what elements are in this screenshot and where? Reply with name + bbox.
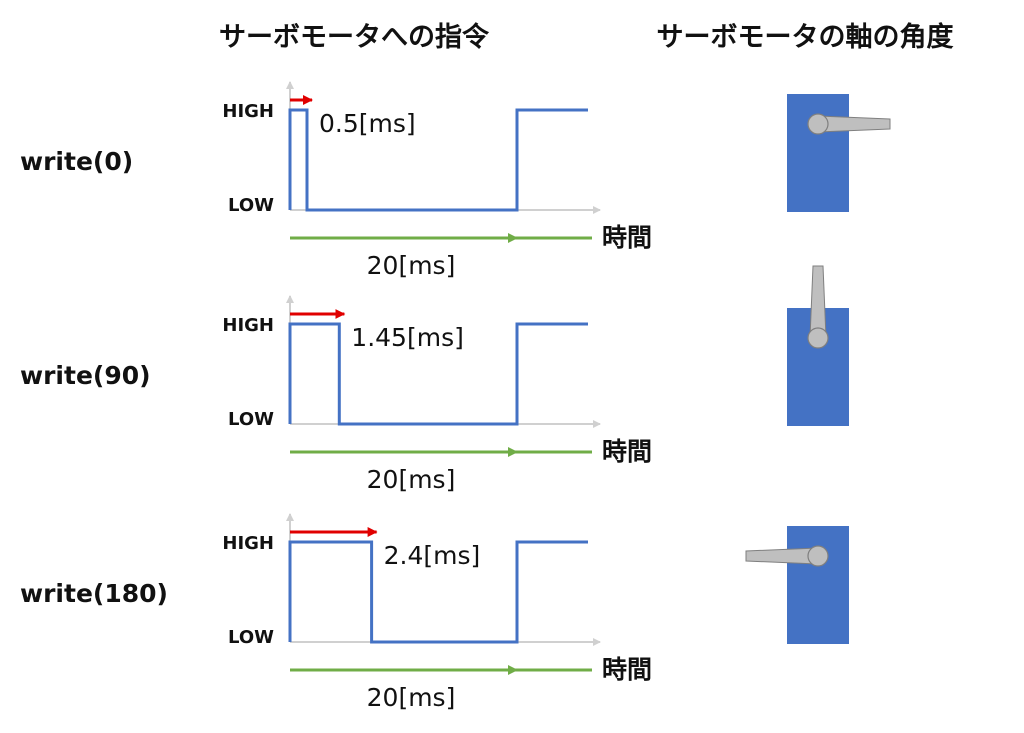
low-label: LOW <box>228 409 274 430</box>
period-label: 20[ms] <box>367 251 456 280</box>
period-label: 20[ms] <box>367 465 456 494</box>
rows: write(0) HIGH LOW 0.5[ms] 20[ms] 時間 write(90) H… <box>20 81 891 712</box>
servo-shaft <box>807 545 829 567</box>
time-axis-label: 時間 <box>602 223 652 252</box>
command-label: write(0) <box>20 147 133 176</box>
pwm-waveform <box>288 322 588 426</box>
high-label: HIGH <box>222 101 274 122</box>
signal-row: write(180) HIGH LOW 2.4[ms] 20[ms] 時間 <box>20 513 849 712</box>
pulse-width-label: 0.5[ms] <box>319 109 416 138</box>
servo-horn <box>745 545 829 567</box>
period-label: 20[ms] <box>367 683 456 712</box>
header-command: サーボモータへの指令 <box>219 21 490 53</box>
signal-row: write(0) HIGH LOW 0.5[ms] 20[ms] 時間 <box>20 81 891 280</box>
command-label: write(90) <box>20 361 151 390</box>
servo-shaft <box>807 327 829 349</box>
command-label: write(180) <box>20 579 168 608</box>
header-angle: サーボモータの軸の角度 <box>657 21 954 53</box>
low-label: LOW <box>228 627 274 648</box>
servo-shaft <box>807 113 829 135</box>
time-axis-label: 時間 <box>602 655 652 684</box>
signal-row: write(90) HIGH LOW 1.45[ms] 20[ms] 時間 <box>20 265 849 494</box>
high-label: HIGH <box>222 533 274 554</box>
time-axis-label: 時間 <box>602 437 652 466</box>
pulse-width-label: 2.4[ms] <box>384 541 481 570</box>
pulse-width-label: 1.45[ms] <box>351 323 464 352</box>
high-label: HIGH <box>222 315 274 336</box>
servo-horn <box>807 113 891 135</box>
servo-body <box>787 94 849 212</box>
pwm-waveform <box>288 540 588 644</box>
pwm-waveform <box>288 108 588 212</box>
servo-horn <box>807 265 829 349</box>
servo-body <box>787 526 849 644</box>
low-label: LOW <box>228 195 274 216</box>
